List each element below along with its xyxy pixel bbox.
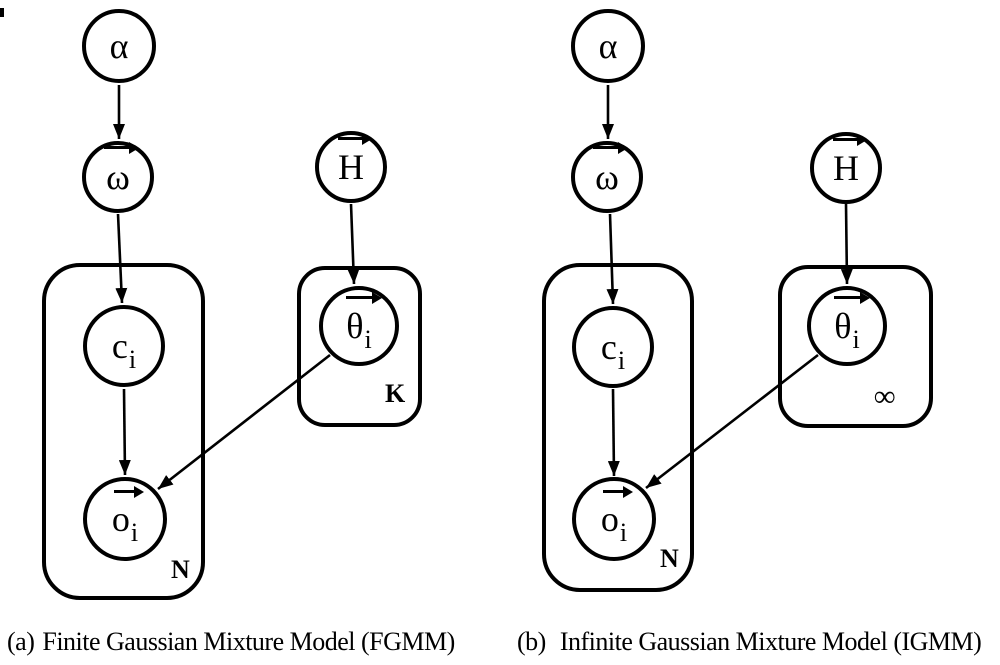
node-alpha-igmm: α [571, 9, 645, 83]
node-h-igmm: H [810, 132, 882, 204]
c-symbol: c [111, 326, 128, 366]
caption-label: (a) [7, 627, 35, 656]
vector-arrow-icon [113, 490, 135, 493]
vector-arrow-icon [833, 138, 858, 141]
vector-arrow-icon [346, 296, 374, 299]
plate-label-infinity-igmm: ∞ [874, 380, 896, 413]
h-symbol: H [338, 147, 364, 187]
plate-label-n-igmm: N [660, 544, 679, 573]
vector-arrow-icon [104, 146, 131, 149]
c-subscript: i [617, 346, 626, 375]
caption-igmm: (b) Infinite Gaussian Mixture Model (IGMM… [517, 625, 982, 659]
node-omega-igmm: ω [571, 141, 643, 213]
vector-arrow-icon [593, 146, 620, 149]
node-h-fgmm: H [315, 131, 387, 203]
c-symbol: c [600, 327, 617, 367]
alpha-symbol: α [109, 26, 129, 66]
o-subscript: i [619, 518, 628, 547]
h-symbol: H [833, 148, 859, 188]
theta-subscript: i [852, 325, 860, 354]
vector-arrow-icon [834, 296, 862, 299]
o-symbol: o [111, 499, 130, 539]
vector-arrow-icon [602, 490, 624, 493]
plate-label-k-fgmm: K [385, 379, 406, 408]
caption-label: (b) [517, 627, 546, 656]
o-subscript: i [130, 518, 139, 547]
caption-text: Infinite Gaussian Mixture Model (IGMM) [559, 627, 982, 656]
alpha-symbol: α [598, 26, 618, 66]
omega-symbol: ω [106, 157, 130, 197]
theta-subscript: i [364, 325, 372, 354]
node-alpha-fgmm: α [82, 9, 156, 83]
caption-fgmm: (a)Finite Gaussian Mixture Model (FGMM) [7, 625, 455, 659]
theta-symbol: θ [834, 306, 852, 346]
c-subscript: i [128, 345, 137, 374]
node-omega-fgmm: ω [82, 141, 154, 213]
caption-text: Finite Gaussian Mixture Model (FGMM) [42, 627, 455, 656]
theta-symbol: θ [346, 306, 364, 346]
plate-label-n-fgmm: N [171, 555, 190, 584]
o-symbol: o [600, 499, 619, 539]
screen-edge-artifact [0, 8, 4, 17]
vector-arrow-icon [338, 137, 363, 140]
omega-symbol: ω [595, 157, 619, 197]
